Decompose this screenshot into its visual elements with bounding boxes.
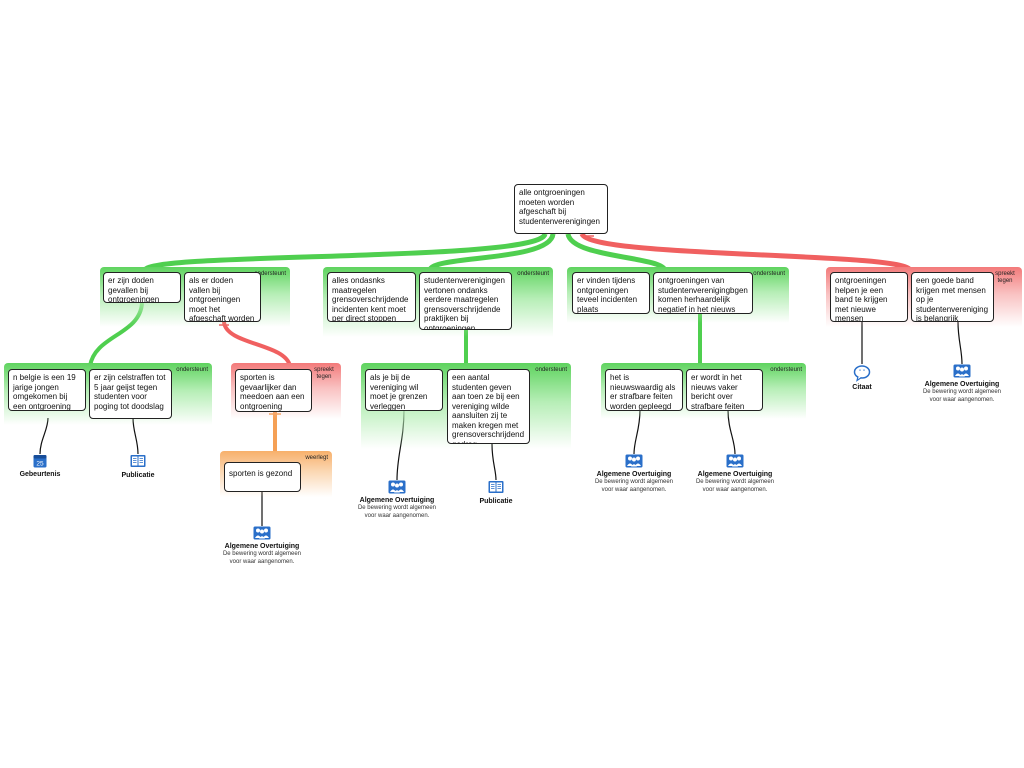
reason-box[interactable]: er wordt in het nieuws vaker bericht ove… [686, 369, 763, 411]
icon-title: Gebeurtenis [19, 471, 61, 478]
reason-text: studentenverenigingen vertonen ondanks e… [424, 276, 505, 330]
connector-root-g2 [427, 233, 556, 272]
group-tag: ondersteunt [535, 367, 567, 373]
evidence-quote[interactable]: " " Citaat [832, 364, 892, 392]
connector-pub2 [491, 443, 497, 481]
calendar-day: 25 [36, 461, 44, 468]
reason-box[interactable]: er vinden tijdens ontgroeningen teveel i… [572, 272, 650, 314]
reason-box[interactable]: een goede band krijgen met mensen op je … [911, 272, 994, 322]
reason-box[interactable]: sporten is gezond [224, 462, 301, 492]
book-icon [488, 481, 504, 493]
icon-description: De bewering wordt algemeen voor waar aan… [695, 479, 775, 493]
reason-box[interactable]: sporten is gevaarlijker dan meedoen aan … [235, 369, 312, 412]
icon-title: Algemene Overtuiging [596, 471, 672, 478]
icon-description: De bewering wordt algemeen voor waar aan… [357, 505, 437, 519]
evidence-general-belief[interactable]: Algemene Overtuiging De bewering wordt a… [922, 364, 1002, 404]
reason-text: er zijn celstraffen tot 5 jaar geijst te… [94, 373, 166, 411]
group-tag: ondersteunt [517, 271, 549, 277]
calendar-icon: 25 [33, 455, 47, 468]
connector-g1-g6 [222, 321, 292, 367]
reason-box[interactable]: een aantal studenten geven aan toen ze b… [447, 369, 530, 444]
reason-text: er wordt in het nieuws vaker bericht ove… [691, 373, 745, 411]
reason-text: sporten is gezond [229, 469, 293, 478]
icon-title: Publicatie [479, 498, 513, 505]
people-icon [253, 526, 271, 540]
icon-description: De bewering wordt algemeen voor waar aan… [222, 551, 302, 565]
group-tag: weerlegt [305, 455, 328, 461]
evidence-publication[interactable]: Publicatie [466, 480, 526, 506]
reason-text: ontgroeningen helpen je een band te krij… [835, 276, 888, 322]
evidence-event[interactable]: 25 Gebeurtenis [10, 454, 70, 479]
book-icon [130, 455, 146, 467]
reason-box[interactable]: ontgroeningen helpen je een band te krij… [830, 272, 908, 322]
people-icon [953, 364, 971, 378]
people-icon [726, 454, 744, 468]
evidence-general-belief[interactable]: Algemene Overtuiging De bewering wordt a… [594, 454, 674, 494]
icon-title: Citaat [852, 384, 872, 391]
quote-bubble-icon: " " [853, 365, 871, 382]
reason-text: sporten is gevaarlijker dan meedoen aan … [240, 373, 305, 411]
group-tag: ondersteunt [770, 367, 802, 373]
evidence-general-belief[interactable]: Algemene Overtuiging De bewering wordt a… [357, 480, 437, 520]
icon-title: Algemene Overtuiging [359, 497, 435, 504]
reason-text: n belgie is een 19 jarige jongen omgekom… [13, 373, 76, 411]
reason-text: een aantal studenten geven aan toen ze b… [452, 373, 525, 444]
group-tag: spreekt tegen [995, 271, 1015, 284]
reason-box[interactable]: ontgroeningen van studentenverenigingbge… [653, 272, 753, 314]
reason-box[interactable]: er zijn celstraffen tot 5 jaar geijst te… [89, 369, 172, 419]
group-tag: ondersteunt [753, 271, 785, 277]
connector-root-g1 [142, 232, 548, 273]
reason-box[interactable]: als er doden vallen bij ontgroeningen mo… [184, 272, 261, 322]
group-tag: spreekt tegen [314, 367, 334, 380]
reason-box[interactable]: als je bij de vereniging wil moet je gre… [365, 369, 443, 411]
reason-box[interactable]: n belgie is een 19 jarige jongen omgekom… [8, 369, 86, 411]
reason-box[interactable]: er zijn doden gevallen bij ontgroeningen [103, 272, 181, 303]
icon-title: Publicatie [121, 472, 155, 479]
reason-text: als je bij de vereniging wil moet je gre… [370, 373, 428, 411]
people-icon [625, 454, 643, 468]
reason-text: ontgroeningen van studentenverenigingbge… [658, 276, 748, 314]
reason-text: er vinden tijdens ontgroeningen teveel i… [577, 276, 638, 314]
icon-description: De bewering wordt algemeen voor waar aan… [594, 479, 674, 493]
icon-title: Algemene Overtuiging [924, 381, 1000, 388]
evidence-publication[interactable]: Publicatie [108, 454, 168, 480]
evidence-general-belief[interactable]: Algemene Overtuiging De bewering wordt a… [222, 526, 302, 566]
reason-text: een goede band krijgen met mensen op je … [916, 276, 989, 322]
reason-text: als er doden vallen bij ontgroeningen mo… [189, 276, 255, 322]
icon-title: Algemene Overtuiging [224, 543, 300, 550]
reason-text: het is nieuwswaardig als er strafbare fe… [610, 373, 676, 411]
main-claim[interactable]: alle ontgroeningen moeten worden afgesch… [514, 184, 608, 234]
connector-belief5 [957, 321, 963, 365]
people-icon [388, 480, 406, 494]
reason-text: er zijn doden gevallen bij ontgroeningen [108, 276, 160, 303]
reason-box[interactable]: het is nieuwswaardig als er strafbare fe… [605, 369, 683, 411]
icon-title: Algemene Overtuiging [697, 471, 773, 478]
group-tag: ondersteunt [176, 367, 208, 373]
connector-root-g3 [565, 232, 668, 272]
evidence-general-belief[interactable]: Algemene Overtuiging De bewering wordt a… [695, 454, 775, 494]
group-tag: ondersteunt [254, 271, 286, 277]
svg-text:" ": " " [859, 370, 865, 376]
reason-box[interactable]: alles ondasnks maatregelen grensoverschr… [327, 272, 416, 322]
reason-box[interactable]: studentenverenigingen vertonen ondanks e… [419, 272, 512, 330]
reason-text: alles ondasnks maatregelen grensoverschr… [332, 276, 409, 322]
main-claim-text: alle ontgroeningen moeten worden afgesch… [519, 188, 600, 226]
connector-root-g4 [579, 232, 913, 272]
icon-description: De bewering wordt algemeen voor waar aan… [922, 389, 1002, 403]
